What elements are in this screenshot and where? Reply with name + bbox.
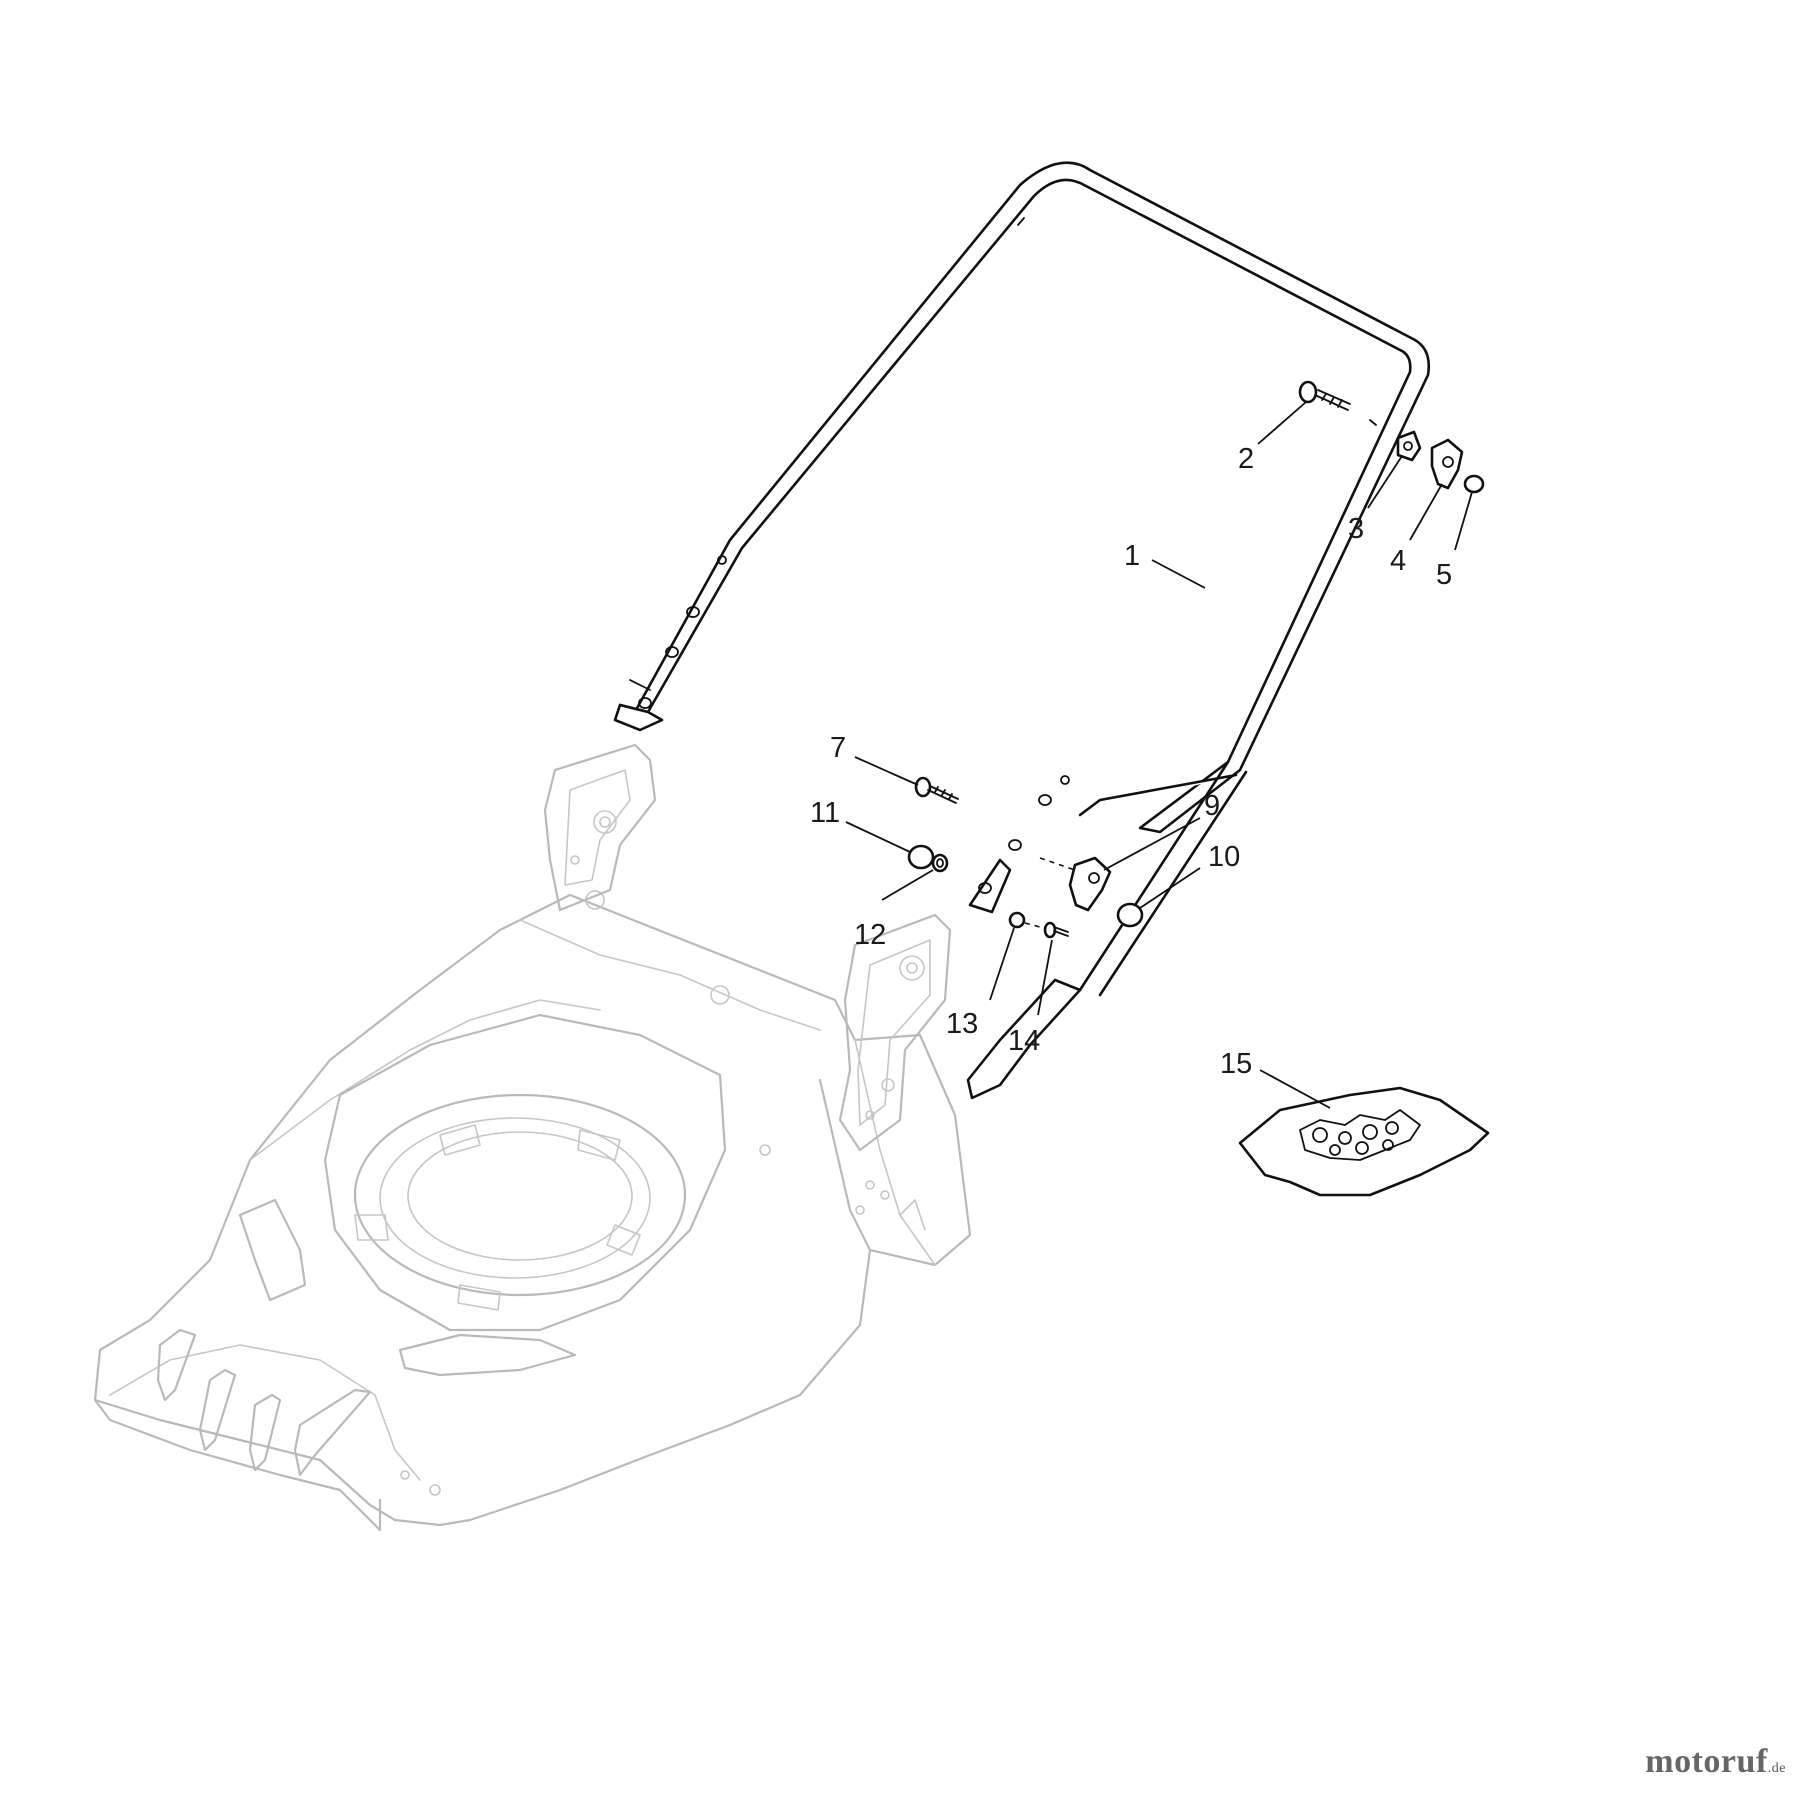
handle-bar-part-1: [613, 161, 1430, 914]
callout-labels: 1 2 3 4 5 7 9 10 11 12 13 14 15: [810, 443, 1452, 1080]
nut-part-11: [907, 844, 935, 870]
callout-13: 13: [946, 1008, 978, 1040]
leader-lines: [845, 401, 1473, 1109]
callout-3: 3: [1348, 513, 1364, 545]
screw-part-14: [1043, 921, 1069, 939]
watermark-brand-part-b: u: [1736, 1743, 1756, 1780]
leader-10: [1139, 867, 1201, 909]
leader-14: [1037, 939, 1053, 1016]
handle-bar-right-leg: [966, 760, 1248, 1100]
callout-11: 11: [810, 797, 840, 829]
leader-4: [1409, 483, 1443, 541]
watermark-brand-part-a: motor: [1645, 1743, 1737, 1780]
bolt-part-7: [914, 776, 959, 804]
callout-1: 1: [1124, 540, 1140, 572]
watermark-domain: .de: [1767, 1761, 1786, 1776]
leader-11: [845, 821, 911, 853]
leader-7: [854, 756, 919, 786]
callout-10: 10: [1208, 841, 1240, 873]
bolt-part-2: [1298, 380, 1351, 411]
leader-13: [989, 927, 1015, 1001]
wing-knob-part-9: [1039, 856, 1112, 912]
callout-5: 5: [1436, 559, 1452, 591]
leader-12: [881, 869, 934, 901]
leader-15: [1259, 1069, 1331, 1109]
callout-12: 12: [854, 919, 886, 951]
watermark-logo: motoruf.de: [1645, 1743, 1786, 1781]
wing-knob-part-4: [1430, 438, 1464, 490]
callout-14: 14: [1008, 1025, 1040, 1057]
washer-part-3: [1396, 430, 1422, 462]
callout-7: 7: [830, 732, 846, 764]
leader-1: [1151, 559, 1206, 589]
washer-part-13: [1008, 911, 1041, 929]
hardware-bag-part-15: [1238, 1086, 1490, 1197]
leader-3: [1367, 455, 1403, 509]
callout-2: 2: [1238, 443, 1254, 475]
callout-9: 9: [1204, 790, 1220, 822]
callout-4: 4: [1390, 545, 1406, 577]
leader-2: [1257, 401, 1307, 445]
washer-part-12: [931, 853, 949, 873]
leader-5: [1454, 491, 1473, 551]
leader-9: [1103, 817, 1201, 871]
mower-deck: [93, 743, 972, 1532]
watermark-brand-part-c: f: [1755, 1743, 1768, 1780]
nut-part-10: [1116, 902, 1144, 928]
nut-part-5: [1463, 474, 1485, 494]
callout-15: 15: [1220, 1048, 1252, 1080]
